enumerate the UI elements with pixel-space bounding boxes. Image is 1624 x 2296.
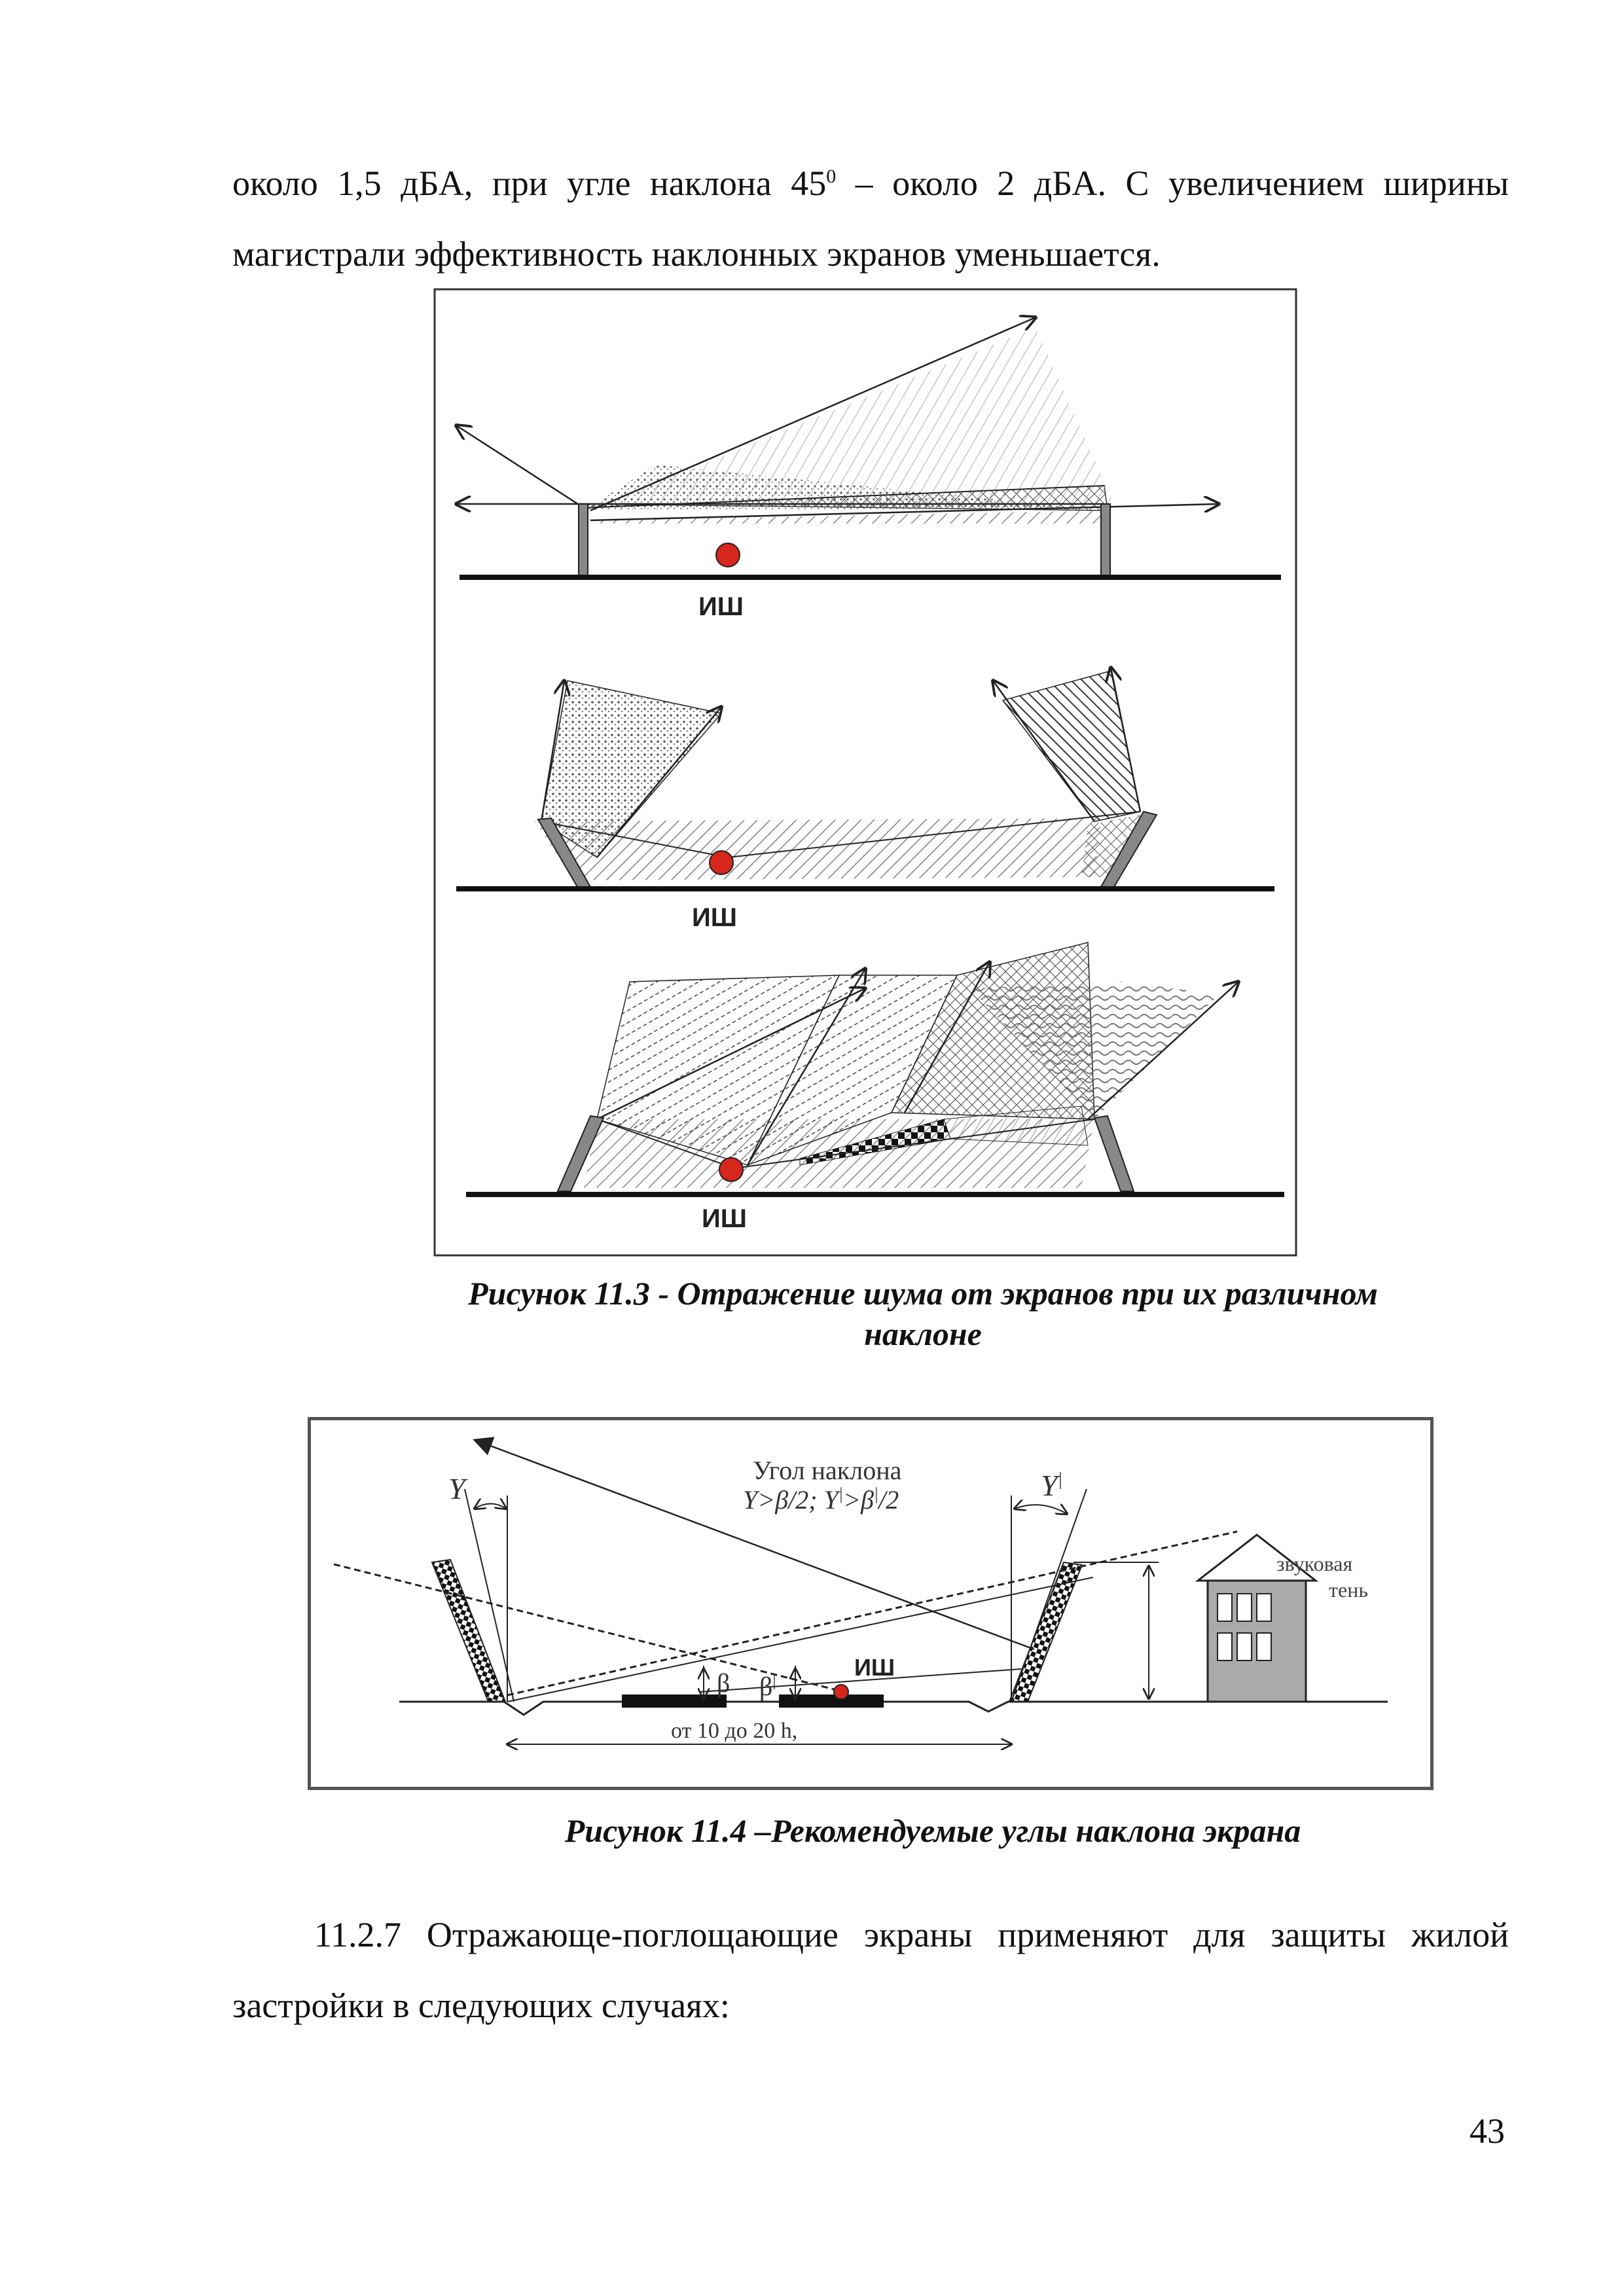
noise-source-label: ИШ <box>854 1654 895 1681</box>
distance-label: от 10 до 20 h, <box>671 1719 797 1743</box>
beta-label-2: β| <box>759 1671 776 1701</box>
screen-right-steep <box>1093 1115 1135 1192</box>
paragraph-bottom-line2: застройки в следующих случаях: <box>232 1986 730 2025</box>
paragraph-bottom: 11.2.7 Отражающе-поглощающие экраны прим… <box>232 1899 1509 2041</box>
angle-title: Угол наклона <box>753 1456 902 1485</box>
page-number: 43 <box>1470 2111 1505 2151</box>
figure-11-4-caption: Рисунок 11.4 –Рекомендуемые углы наклона… <box>564 1812 1301 1849</box>
noise-source-label: ИШ <box>702 1204 747 1233</box>
sound-shadow-label-1: звуковая <box>1276 1552 1352 1575</box>
angle-y-left: Y <box>448 1472 468 1505</box>
paragraph-top: около 1,5 дБА, при угле наклона 450 – ок… <box>232 148 1509 289</box>
panel-vertical-screens: ИШ <box>456 317 1281 621</box>
figure-11-4-drawing: Угол наклона Y>β/2; Y|>β|/2 Y Y| β β| ИШ… <box>308 1417 1434 1790</box>
paragraph-top-line2: магистрали эффективность наклонных экран… <box>232 234 1161 274</box>
ground-line <box>399 1700 1388 1716</box>
caption-line1: Рисунок 11.3 - Отражение шума от экранов… <box>468 1275 1378 1312</box>
figure-11-3-drawing: ИШ ИШ <box>433 288 1297 1257</box>
noise-source-label: ИШ <box>692 903 737 932</box>
panel-inclined-screens-2: ИШ <box>466 942 1284 1233</box>
noise-source-dot <box>715 543 740 567</box>
screen-right-vertical <box>1100 503 1111 577</box>
panel-inclined-screens-1: ИШ <box>456 668 1274 932</box>
paragraph-top-line1: около 1,5 дБА, при угле наклона 450 – ок… <box>232 164 1509 203</box>
noise-source-label: ИШ <box>698 592 744 621</box>
sound-shadow-label-2: тень <box>1329 1578 1368 1602</box>
angle-y-right: Y| <box>1041 1469 1062 1502</box>
caption-line2: наклоне <box>864 1316 982 1352</box>
angle-formula: Y>β/2; Y|>β|/2 <box>743 1484 899 1515</box>
figure-11-3-caption: Рисунок 11.3 - Отражение шума от экранов… <box>367 1273 1479 1354</box>
road-lane-right <box>779 1695 884 1708</box>
screen-left <box>431 1558 507 1702</box>
paragraph-bottom-line1: 11.2.7 Отражающе-поглощающие экраны прим… <box>314 1915 1509 1954</box>
house-icon <box>1195 1534 1319 1703</box>
noise-source-dot <box>719 1157 744 1182</box>
figure-11-4: Угол наклона Y>β/2; Y|>β|/2 Y Y| β β| ИШ… <box>308 1417 1434 1790</box>
beta-label-1: β <box>717 1668 730 1698</box>
road-lane-left <box>622 1695 727 1708</box>
figure-11-3: ИШ ИШ <box>433 288 1297 1257</box>
noise-source-dot <box>833 1684 849 1700</box>
noise-source-dot <box>709 850 734 875</box>
screen-left-steep <box>556 1115 605 1192</box>
screen-left-vertical <box>578 503 588 577</box>
